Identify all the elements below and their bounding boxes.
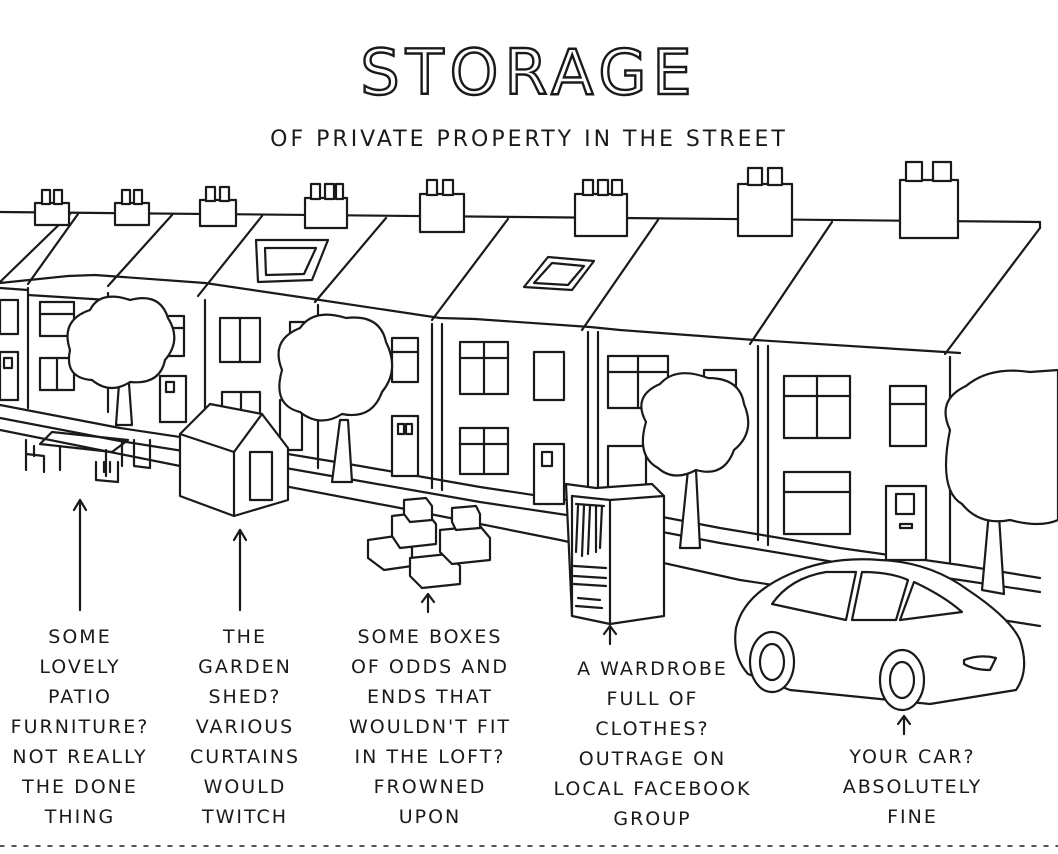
caption-line: CLOTHES? bbox=[595, 718, 710, 740]
caption-line: THING bbox=[44, 806, 116, 828]
caption-line: TWITCH bbox=[201, 806, 289, 828]
caption-line: THE bbox=[223, 626, 267, 648]
caption-line: CURTAINS bbox=[190, 746, 300, 768]
caption-car: YOUR CAR? ABSOLUTELY FINE bbox=[820, 742, 1005, 832]
car bbox=[734, 558, 1026, 712]
caption-line: OUTRAGE ON bbox=[578, 748, 727, 770]
caption-line: SOME BOXES bbox=[357, 626, 503, 648]
caption-line: OF ODDS AND bbox=[350, 656, 510, 678]
caption-line: ABSOLUTELY bbox=[842, 776, 983, 798]
caption-line: SOME bbox=[48, 626, 112, 648]
pointer-arrows bbox=[72, 498, 912, 736]
caption-line: FULL OF bbox=[606, 688, 699, 710]
caption-line: SHED? bbox=[208, 686, 282, 708]
garden-shed bbox=[178, 402, 290, 518]
patio-furniture bbox=[24, 430, 152, 484]
caption-line: FINE bbox=[887, 806, 938, 828]
caption-line: LOVELY bbox=[39, 656, 121, 678]
caption-wardrobe: A WARDROBE FULL OF CLOTHES? OUTRAGE ON L… bbox=[545, 654, 760, 834]
caption-line: PATIO bbox=[48, 686, 112, 708]
caption-line: FROWNED bbox=[373, 776, 487, 798]
caption-patio-furniture: SOME LOVELY PATIO FURNITURE? NOT REALLY … bbox=[5, 622, 155, 832]
caption-line: FURNITURE? bbox=[10, 716, 150, 738]
caption-line: UPON bbox=[398, 806, 462, 828]
caption-boxes: SOME BOXES OF ODDS AND ENDS THAT WOULDN'… bbox=[335, 622, 525, 832]
page-subtitle: OF PRIVATE PROPERTY IN THE STREET bbox=[270, 127, 788, 152]
trees bbox=[66, 295, 1058, 596]
caption-line: IN THE LOFT? bbox=[354, 746, 506, 768]
page-title: STORAGE bbox=[359, 35, 698, 110]
caption-line: LOCAL FACEBOOK bbox=[553, 778, 752, 800]
wardrobe bbox=[564, 482, 666, 626]
caption-line: THE DONE bbox=[22, 776, 138, 798]
caption-line: GARDEN bbox=[198, 656, 292, 678]
caption-line: YOUR CAR? bbox=[849, 746, 976, 768]
caption-line: GROUP bbox=[613, 808, 692, 830]
caption-line: VARIOUS bbox=[195, 716, 295, 738]
caption-line: A WARDROBE bbox=[577, 658, 728, 680]
chimneys bbox=[33, 160, 960, 240]
caption-line: WOULD bbox=[203, 776, 287, 798]
caption-line: NOT REALLY bbox=[12, 746, 148, 768]
doors bbox=[0, 350, 928, 562]
caption-line: ENDS THAT bbox=[367, 686, 493, 708]
skylights bbox=[254, 238, 596, 292]
boxes bbox=[366, 496, 492, 590]
caption-line: WOULDN'T FIT bbox=[348, 716, 512, 738]
caption-garden-shed: THE GARDEN SHED? VARIOUS CURTAINS WOULD … bbox=[180, 622, 310, 832]
